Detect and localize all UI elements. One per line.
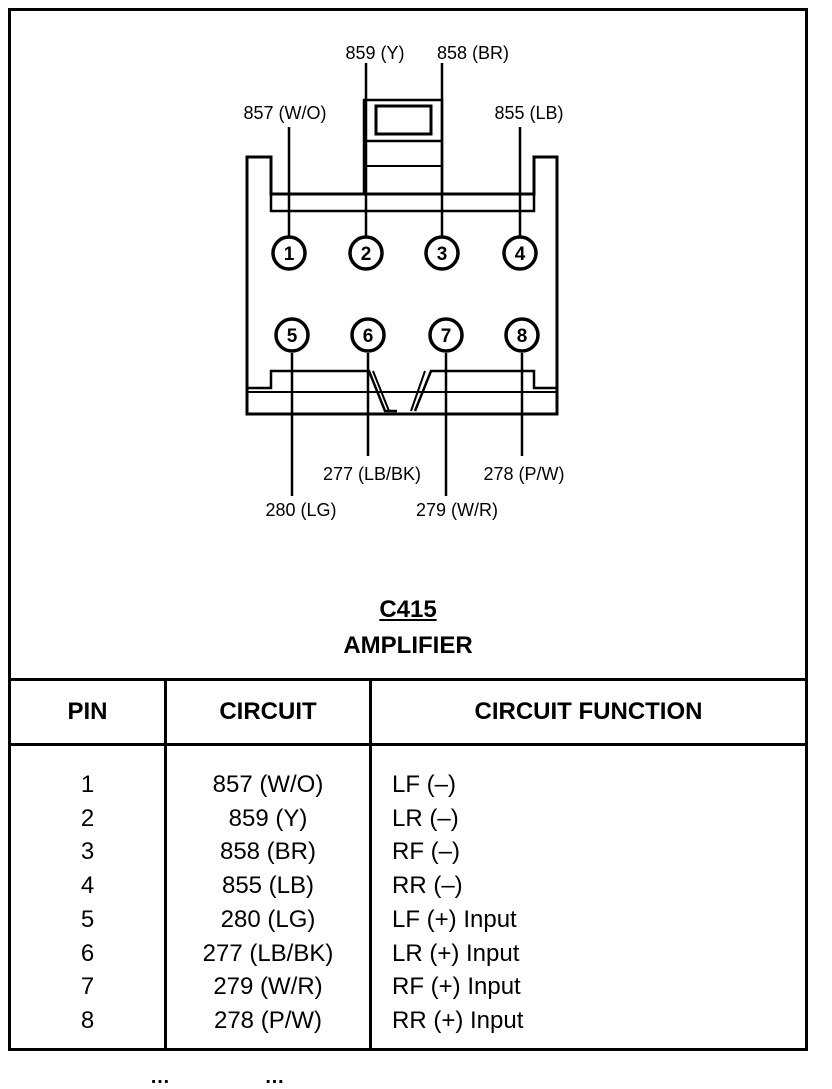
- wire-label-pin-6: 277 (LB/BK): [323, 464, 421, 484]
- circuit-column: 857 (W/O) 859 (Y) 858 (BR) 855 (LB) 280 …: [164, 744, 371, 1048]
- pin-5: 5: [274, 317, 310, 353]
- header-pin: PIN: [11, 678, 166, 746]
- pin-2: 2: [348, 235, 384, 271]
- function-cell: RR (–): [392, 872, 463, 900]
- svg-text:8: 8: [517, 326, 528, 347]
- pin-cell: 1: [80, 771, 95, 798]
- cropped-footer-text: … …: [150, 1066, 285, 1088]
- circuit-cell: 280 (LG): [220, 905, 316, 933]
- svg-text:6: 6: [363, 326, 374, 347]
- connector-housing: [245, 155, 559, 416]
- circuit-cell: 859 (Y): [228, 804, 308, 832]
- header-circuit-function: CIRCUIT FUNCTION: [369, 678, 805, 746]
- function-cell: LF (+) Input: [392, 905, 517, 933]
- function-cell: RF (+) Input: [392, 973, 521, 1001]
- svg-text:7: 7: [441, 326, 452, 347]
- circuit-cell: 855 (LB): [221, 872, 315, 900]
- pin-cell: 3: [80, 838, 95, 866]
- pin-cell: 4: [80, 872, 95, 900]
- pin-table: PIN CIRCUIT CIRCUIT FUNCTION 1 2 3 4 5 6…: [11, 678, 805, 1048]
- wire-label-pin-2: 859 (Y): [345, 43, 404, 63]
- pin-column: 1 2 3 4 5 6 7 8: [11, 745, 166, 1049]
- circuit-cell: 278 (P/W): [213, 1006, 323, 1034]
- function-cell: RR (+) Input: [392, 1006, 524, 1034]
- wire-label-pin-7: 279 (W/R): [416, 500, 498, 520]
- table-body-row: 1 2 3 4 5 6 7 8 857 (W/O) 859 (Y) 858 (B…: [11, 744, 805, 1049]
- pin-7: 7: [428, 317, 464, 353]
- lock-tab-inner: [374, 104, 433, 136]
- pin-cell: 7: [80, 973, 95, 1001]
- svg-text:4: 4: [515, 244, 526, 265]
- connector-id: C415: [379, 596, 437, 623]
- circuit-cell: 279 (W/R): [213, 973, 323, 1001]
- diagram-frame: 1 2 3 4 5 6 7 8 857 (W/O: [8, 8, 808, 1051]
- svg-text:3: 3: [437, 244, 448, 265]
- connector-diagram: 1 2 3 4 5 6 7 8 857 (W/O: [243, 43, 564, 520]
- function-cell: LF (–): [392, 771, 457, 798]
- pin-cell: 6: [80, 939, 95, 967]
- circuit-cell: 277 (LB/BK): [202, 939, 334, 967]
- svg-text:5: 5: [287, 326, 298, 347]
- wire-label-pin-1: 857 (W/O): [243, 103, 326, 123]
- svg-text:1: 1: [284, 244, 295, 265]
- pin-6: 6: [350, 317, 386, 353]
- wire-label-pin-4: 855 (LB): [494, 103, 563, 123]
- wire-label-pin-5: 280 (LG): [265, 500, 336, 520]
- pin-1: 1: [271, 235, 307, 271]
- pin-8: 8: [504, 317, 540, 353]
- svg-text:2: 2: [361, 244, 372, 265]
- circuit-cell: 858 (BR): [219, 838, 317, 866]
- function-column: LF (–) LR (–) RF (–) RR (–) LF (+) Input…: [369, 744, 805, 1048]
- pin-3: 3: [424, 235, 460, 271]
- function-cell: LR (+) Input: [392, 939, 520, 967]
- pin-4: 4: [502, 235, 538, 271]
- connector-bottom-key: [247, 369, 557, 413]
- header-circuit: CIRCUIT: [164, 678, 371, 746]
- connector-inner-top: [269, 194, 536, 213]
- pin-cell: 2: [80, 804, 95, 832]
- pin-cell: 5: [80, 905, 95, 933]
- connector-name: AMPLIFIER: [343, 632, 473, 659]
- wire-label-pin-8: 278 (P/W): [483, 464, 564, 484]
- function-cell: LR (–): [392, 804, 459, 832]
- table-header-row: PIN CIRCUIT CIRCUIT FUNCTION: [11, 678, 805, 746]
- pin-cell: 8: [80, 1006, 95, 1034]
- wire-label-pin-3: 858 (BR): [437, 43, 509, 63]
- function-cell: RF (–): [392, 838, 460, 866]
- circuit-cell: 857 (W/O): [212, 771, 324, 798]
